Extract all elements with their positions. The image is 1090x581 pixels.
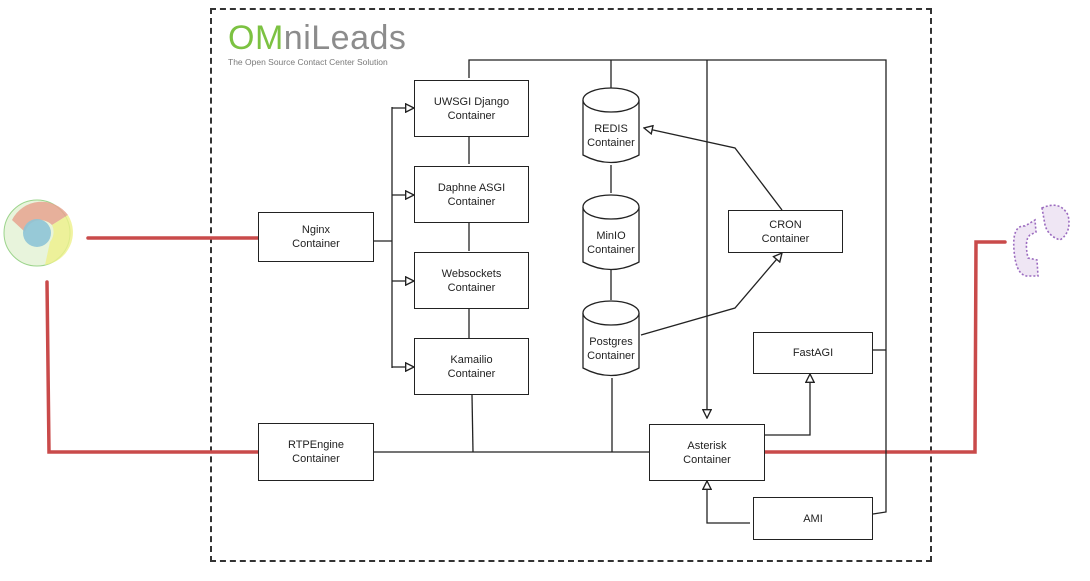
ami-container[interactable]: AMI (753, 497, 873, 540)
asterisk-to-phone-link (763, 240, 1007, 454)
logo-tagline: The Open Source Contact Center Solution (228, 57, 388, 67)
uwsgi-django-container[interactable]: UWSGI Django Container (414, 80, 529, 137)
kamailio-container[interactable]: Kamailio Container (414, 338, 529, 395)
nginx-container[interactable]: Nginx Container (258, 212, 374, 262)
telephone-icon (1012, 204, 1070, 277)
postgres-container[interactable]: Postgres Container (587, 336, 635, 362)
minio-container[interactable]: MinIO Container (587, 230, 635, 256)
asterisk-container[interactable]: Asterisk Container (649, 424, 765, 481)
nginx-bus (374, 107, 393, 368)
cron-container[interactable]: CRON Container (728, 210, 843, 253)
fastagi-container[interactable]: FastAGI (753, 332, 873, 374)
kamailio-bus-link (471, 394, 474, 453)
daphne-asgi-container[interactable]: Daphne ASGI Container (414, 166, 529, 223)
browser-to-rtpengine-link (45, 280, 260, 454)
logo-brand-primary: OM (228, 19, 284, 57)
postgres-cylinder (582, 300, 640, 377)
postgres-to-cron (640, 253, 782, 336)
redis-cylinder (582, 87, 640, 164)
cron-to-redis (644, 128, 783, 211)
redis-container[interactable]: REDIS Container (587, 123, 635, 149)
system-boundary (210, 8, 932, 562)
chrome-browser-icon (3, 199, 73, 267)
minio-cylinder (582, 194, 640, 271)
ami-to-asterisk (707, 481, 750, 524)
asterisk-to-fastagi (765, 374, 810, 436)
omnileads-logo: OMniLeads The Open Source Contact Center… (228, 20, 406, 67)
bus-to-ami (872, 350, 887, 515)
websockets-container[interactable]: Websockets Container (414, 252, 529, 309)
logo-brand-secondary: niLeads (283, 19, 407, 57)
rtpengine-container[interactable]: RTPEngine Container (258, 423, 374, 481)
top-bus (468, 59, 887, 350)
